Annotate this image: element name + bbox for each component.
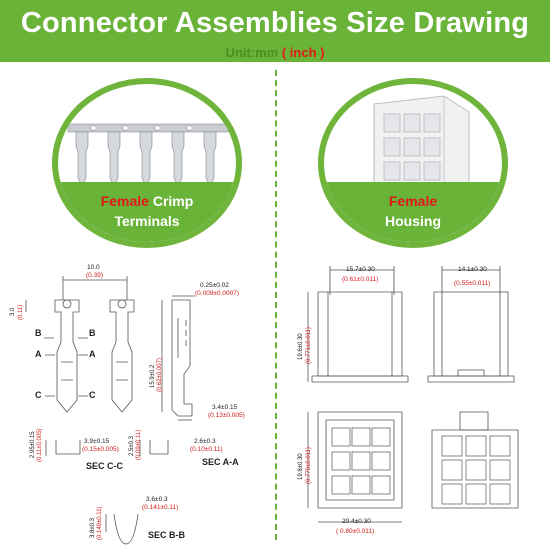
front-width-mm: 15.7±0.30 bbox=[346, 266, 375, 273]
section-letter-b-left: B bbox=[35, 328, 42, 338]
crimp-word: Crimp bbox=[148, 193, 194, 209]
sec-bb-width-in: (0.141±0.11) bbox=[142, 504, 179, 511]
female-word: Female bbox=[100, 193, 149, 209]
front-height-in: (0.771±0.011) bbox=[306, 327, 312, 364]
section-letter-b-right: B bbox=[89, 328, 96, 338]
terminals-caption-line1: Female Crimp bbox=[58, 191, 236, 211]
tip-mm: 3.4±0.15 bbox=[212, 404, 238, 411]
plan-width-in: ( 0.80±0.011) bbox=[336, 528, 375, 535]
housing-caption-line1: Female bbox=[324, 191, 502, 211]
sec-cc-label: SEC C-C bbox=[86, 461, 124, 471]
unit-inch: ( inch ) bbox=[281, 45, 325, 60]
sec-cc-width-in: (0.15±0.005) bbox=[82, 446, 119, 453]
section-letter-a-right: A bbox=[89, 349, 96, 359]
side-width-in: (0.55±0.011) bbox=[454, 280, 491, 287]
housing-photo-circle: Female Housing bbox=[318, 78, 508, 248]
sec-aa-label: SEC A-A bbox=[202, 457, 239, 467]
panel-divider bbox=[275, 70, 277, 540]
terminal-strip-illustration bbox=[67, 123, 229, 187]
sec-aa-width-mm: 2.6±0.3 bbox=[194, 438, 216, 445]
thickness-in: (0.009±0.0007) bbox=[195, 290, 240, 297]
section-letter-a-left: A bbox=[35, 349, 42, 359]
front-height-mm: 19.6±0.30 bbox=[298, 333, 304, 360]
sec-bb-width-mm: 3.6±0.3 bbox=[146, 496, 168, 503]
female-word-housing: Female bbox=[388, 193, 438, 209]
tip-in: (0.13±0.005) bbox=[208, 412, 245, 419]
terminals-photo-circle: Female Crimp Terminals bbox=[52, 78, 242, 248]
plan-height-in: (0.779±0.011) bbox=[306, 447, 312, 484]
sec-bb-label: SEC B-B bbox=[148, 530, 186, 540]
front-width-in: (0.61±0.011) bbox=[342, 276, 379, 283]
plan-width-mm: 20.4±0.30 bbox=[342, 518, 371, 525]
section-letter-c-right: C bbox=[89, 390, 96, 400]
sec-aa-width-in: (0.10±0.11) bbox=[190, 446, 223, 453]
width-in: (0.39) bbox=[86, 272, 103, 279]
section-letter-c-left: C bbox=[35, 390, 42, 400]
plan-height-mm: 19.8±0.30 bbox=[298, 453, 304, 480]
terminals-caption-band: Female Crimp Terminals bbox=[58, 182, 236, 242]
unit-mm: Unit:mm bbox=[225, 45, 279, 60]
title-banner bbox=[0, 0, 550, 62]
side-width-mm: 14.1±0.30 bbox=[458, 266, 487, 273]
housing-caption-band: Female Housing bbox=[324, 182, 502, 242]
width-mm: 10.0 bbox=[87, 264, 100, 271]
sec-cc-width-mm: 3.9±0.15 bbox=[84, 438, 110, 445]
page-title: Connector Assemblies Size Drawing bbox=[20, 7, 530, 39]
terminals-caption-line2: Terminals bbox=[114, 213, 180, 229]
thickness-mm: 0.25±0.02 bbox=[200, 282, 229, 289]
housing-caption-line2: Housing bbox=[385, 213, 441, 229]
unit-label: Unit:mm ( inch ) bbox=[0, 45, 550, 60]
